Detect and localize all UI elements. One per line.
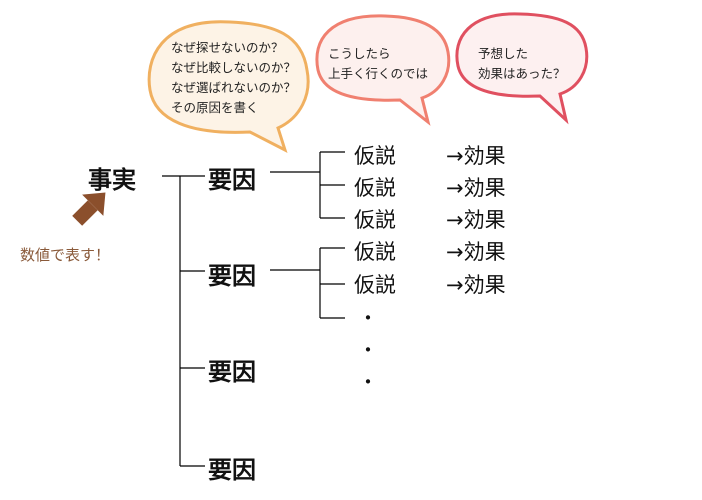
effect-2: →効果 <box>446 176 506 200</box>
factor-3: 要因 <box>208 358 256 386</box>
factor-4: 要因 <box>208 456 256 484</box>
bubble-right-text: 予想した 効果はあった？ <box>478 44 566 84</box>
ellipsis-dot-3: ・ <box>358 370 378 394</box>
bubble-middle-line-1: こうしたら <box>328 46 391 61</box>
effect-5: →効果 <box>446 273 506 297</box>
hypothesis-1: 仮説 <box>354 144 396 168</box>
bubble-left-line-3: なぜ選ばれないのか？ <box>171 80 297 95</box>
ellipsis-dot-1: ・ <box>358 306 378 330</box>
factor-2: 要因 <box>208 262 256 290</box>
bubble-right-line-2: 効果はあった？ <box>478 66 566 81</box>
bubble-right-shape <box>455 12 589 125</box>
hypothesis-5: 仮説 <box>354 273 396 297</box>
hypothesis-4: 仮説 <box>354 240 396 264</box>
bubble-middle-line-2: 上手く行くのでは <box>328 66 429 81</box>
factor-1: 要因 <box>208 166 256 194</box>
fact-label: 事実 <box>88 166 136 194</box>
hypothesis-3: 仮説 <box>354 208 396 232</box>
bubble-left-shape <box>147 20 310 153</box>
bubble-middle-text: こうしたら 上手く行くのでは <box>328 44 428 84</box>
bubble-left-text: なぜ探せないのか？ なぜ比較しないのか？ なぜ選ばれないのか？ その原因を書く <box>171 38 296 118</box>
hypothesis-2: 仮説 <box>354 176 396 200</box>
bubble-right-line-1: 予想した <box>478 46 529 61</box>
bubble-left-line-1: なぜ探せないのか？ <box>171 40 284 55</box>
effect-1: →効果 <box>446 144 506 168</box>
ellipsis-dot-2: ・ <box>358 338 378 362</box>
bubble-left-line-2: なぜ比較しないのか？ <box>171 60 297 75</box>
note-label: 数値で表す！ <box>20 246 111 264</box>
effect-4: →効果 <box>446 240 506 264</box>
bubble-left-line-4: その原因を書く <box>171 100 259 115</box>
effect-3: →効果 <box>446 208 506 232</box>
arrow-up-right-icon <box>72 192 106 226</box>
bubble-middle-shape <box>315 14 451 126</box>
